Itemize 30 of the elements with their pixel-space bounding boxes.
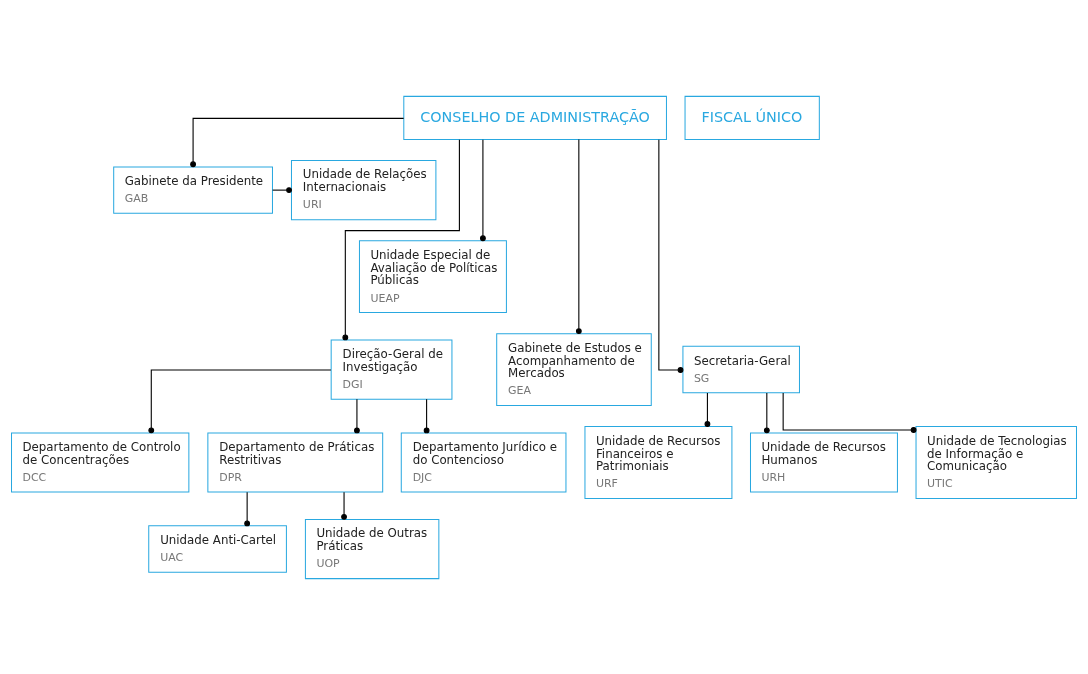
connector bbox=[480, 138, 486, 241]
connector bbox=[354, 398, 360, 433]
connector bbox=[763, 392, 770, 433]
node-box: Gabinete da Presidente GAB bbox=[113, 165, 273, 214]
connector bbox=[148, 368, 332, 433]
connector bbox=[272, 186, 292, 193]
node-box: Unidade de Outras Práticas UOP bbox=[304, 518, 440, 579]
node-box: Unidade de Recursos Humanos URH bbox=[750, 431, 898, 493]
node-box: Unidade de Relações Internacionais URI bbox=[290, 159, 437, 220]
node-box: Unidade de Recursos Financeiros e Patrimoniais URF bbox=[584, 425, 733, 499]
node-box: Gabinete de Estudos e Acompanhamento de Mercados GEA bbox=[496, 332, 652, 406]
node-box: Direção-Geral de Investigação DGI bbox=[330, 339, 453, 400]
node-box: CONSELHO DE ADMINISTRAÇÃO bbox=[403, 95, 667, 140]
node-box: Unidade de Tecnologias de Informação e Comunicação UTIC bbox=[915, 425, 1077, 499]
node-box: Departamento de Práticas Restritivas DPR bbox=[207, 431, 384, 493]
connector bbox=[575, 138, 582, 334]
connector bbox=[658, 138, 684, 373]
node-box: Unidade Anti-Cartel UAC bbox=[148, 524, 287, 573]
connector bbox=[423, 398, 430, 433]
connector bbox=[782, 392, 917, 433]
node-box: Departamento de Controlo de Concentrações DCC bbox=[11, 431, 190, 493]
connector bbox=[342, 138, 460, 340]
connector bbox=[244, 491, 251, 526]
node-box: Secretaria-Geral SG bbox=[682, 345, 800, 393]
connector bbox=[341, 491, 347, 520]
connector bbox=[190, 117, 405, 167]
connector bbox=[704, 392, 711, 427]
node-box: Unidade Especial de Avaliação de Políticas Públicas UEAP bbox=[358, 239, 507, 313]
node-box: FISCAL ÚNICO bbox=[684, 95, 820, 140]
node-box: Departamento Jurídico e do Contencioso DJC bbox=[400, 431, 567, 493]
